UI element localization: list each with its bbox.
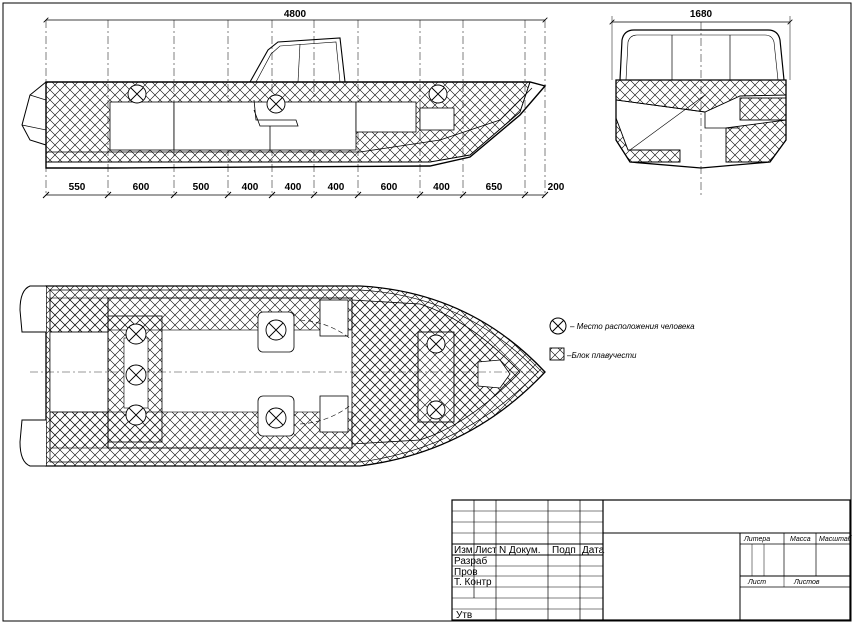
segment-label: 400 (433, 182, 450, 193)
top-console-starboard (319, 395, 349, 433)
segment-labels: 550 600 500 400 400 400 600 400 650 200 (69, 182, 565, 193)
side-windshield-inner (255, 41, 341, 83)
overall-width-label: 1680 (690, 9, 713, 20)
top-windshield-dashed (299, 319, 353, 425)
segment-tick (42, 191, 50, 199)
front-deck-line (615, 99, 740, 129)
tb-developer: Разраб (454, 555, 487, 567)
tb-approved: Утв (456, 610, 472, 621)
segment-tick (170, 191, 178, 199)
legend-buoyancy-icon (549, 347, 565, 361)
title-block-text: Изм. Лист N Докум. Подп Дата Разраб Пров… (454, 535, 853, 621)
top-stern-port-buoyancy (49, 297, 109, 333)
front-diagonal (629, 94, 706, 151)
side-hull-outline (45, 81, 547, 169)
top-view (19, 285, 546, 467)
tb-mass: Масса (790, 536, 811, 543)
side-transom-detail (21, 94, 47, 131)
top-console-port (319, 299, 349, 337)
segment-label: 400 (242, 182, 259, 193)
segment-tick (459, 191, 467, 199)
segment-label: 650 (486, 182, 503, 193)
front-windshield-inner (625, 34, 779, 81)
tb-sheets: Листов (793, 579, 820, 586)
segment-tick (541, 191, 549, 199)
side-windshield-frame (297, 43, 301, 83)
overall-length-label: 4800 (284, 9, 307, 20)
segment-tick (416, 191, 424, 199)
side-person-markers (127, 84, 448, 114)
front-windshield-arch (619, 29, 785, 81)
front-view: 1680 (612, 9, 790, 195)
side-bow-locker (419, 107, 455, 131)
top-stern-starboard-buoyancy (49, 411, 109, 449)
front-right-buoyancy (725, 119, 787, 163)
tb-sheet-col: Лист (475, 545, 497, 556)
segment-label: 550 (69, 182, 86, 193)
segment-tick (268, 191, 276, 199)
side-console-space (355, 101, 417, 133)
tb-sign: Подп (552, 545, 576, 556)
legend: – Место расположения человека –Блок плав… (549, 317, 695, 361)
tb-scale: Масштаб (819, 535, 853, 543)
top-person-markers (125, 319, 446, 429)
tb-litera: Литера (743, 536, 770, 543)
segment-label: 400 (285, 182, 302, 193)
tb-doc: N Докум. (499, 545, 540, 556)
legend-person-cross (551, 319, 565, 333)
side-chine-line (46, 87, 533, 153)
front-hull-outline (615, 79, 787, 169)
segment-tick (224, 191, 232, 199)
segment-label: 500 (193, 182, 210, 193)
top-starboard-buoyancy (107, 411, 353, 449)
segment-tick (354, 191, 362, 199)
top-stern-bracket-starboard (19, 419, 46, 467)
segment-label: 600 (133, 182, 150, 193)
side-driver-seat (253, 99, 299, 127)
top-anchor-hatch (477, 359, 511, 389)
tb-tcontrol: Т. Контр (454, 577, 492, 588)
side-seat-compartment (109, 101, 175, 151)
tb-checked: Пров (454, 567, 478, 578)
side-transom-bracket (21, 81, 47, 146)
segment-label: 600 (381, 182, 398, 193)
segment-label: 200 (548, 182, 565, 193)
legend-person-label: – Место расположения человека (569, 322, 695, 331)
title-block (451, 499, 851, 621)
segment-tick (104, 191, 112, 199)
tb-sheet: Лист (747, 579, 766, 586)
legend-buoyancy-label: –Блок плавучести (566, 351, 637, 360)
segment-ticks (42, 191, 549, 199)
top-port-buoyancy (107, 297, 353, 331)
segment-tick (310, 191, 318, 199)
segment-label: 400 (328, 182, 345, 193)
segment-tick (521, 191, 529, 199)
front-right-locker (739, 97, 787, 121)
tb-change: Изм. (454, 545, 475, 556)
top-stern-bracket-port (19, 285, 46, 333)
tb-date: Дата (582, 545, 605, 556)
side-view: 4800 550 600 500 400 400 400 600 400 650 200 (21, 9, 565, 199)
side-windshield (249, 37, 346, 83)
